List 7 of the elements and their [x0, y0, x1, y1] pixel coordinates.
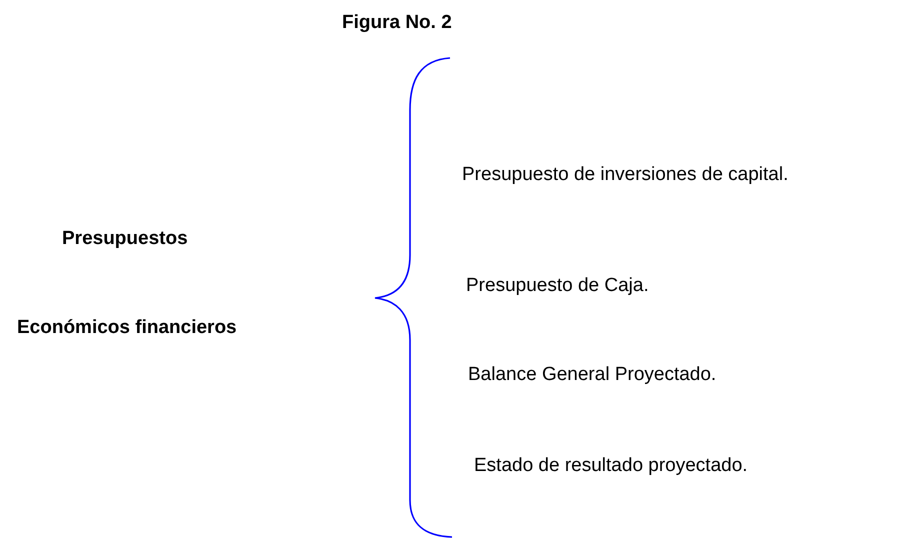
list-item-text: Estado de resultado proyectado. — [474, 455, 748, 477]
list-item-text: Presupuesto de inversiones de capital. — [462, 164, 788, 186]
category-label: Económicos financieros — [17, 317, 237, 339]
list-item-text: Presupuesto de Caja. — [466, 275, 649, 297]
figure-title: Figura No. 2 — [342, 12, 452, 34]
category-label: Presupuestos — [62, 228, 188, 250]
list-item-text: Balance General Proyectado. — [468, 364, 716, 386]
